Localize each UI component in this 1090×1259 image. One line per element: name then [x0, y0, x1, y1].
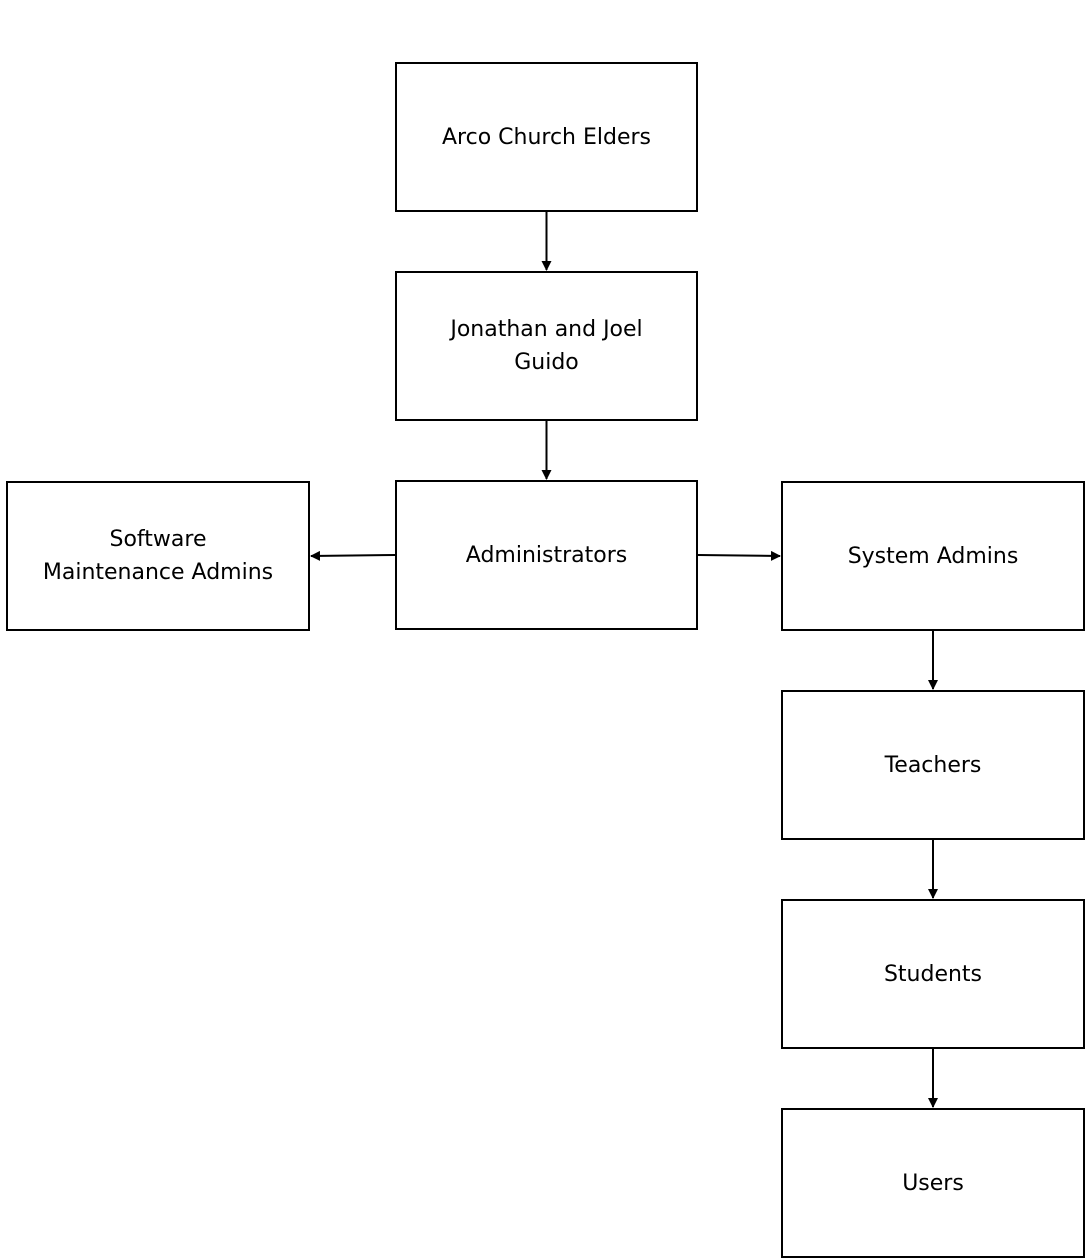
node-administrators: Administrators	[395, 480, 698, 630]
node-label: Teachers	[884, 752, 982, 778]
node-label: Users	[902, 1170, 964, 1196]
node-label: Software Maintenance Admins	[42, 527, 274, 585]
node-users: Users	[781, 1108, 1085, 1258]
node-students: Students	[781, 899, 1085, 1049]
node-jonathan-and-joel-guido: Jonathan and Joel Guido	[395, 271, 698, 421]
arrow-administrators-to-software-admins	[310, 550, 396, 561]
node-arco-church-elders: Arco Church Elders	[395, 62, 698, 212]
node-teachers: Teachers	[781, 690, 1085, 840]
node-label: Students	[883, 961, 983, 987]
node-system-admins: System Admins	[781, 481, 1085, 631]
node-label: Jonathan and Joel Guido	[450, 317, 643, 375]
node-label: System Admins	[847, 543, 1019, 569]
arrow-administrators-to-system-admins	[697, 550, 781, 561]
node-label: Administrators	[465, 542, 628, 568]
node-label: Arco Church Elders	[441, 124, 652, 150]
node-software-maintenance-admins: Software Maintenance Admins	[6, 481, 310, 631]
